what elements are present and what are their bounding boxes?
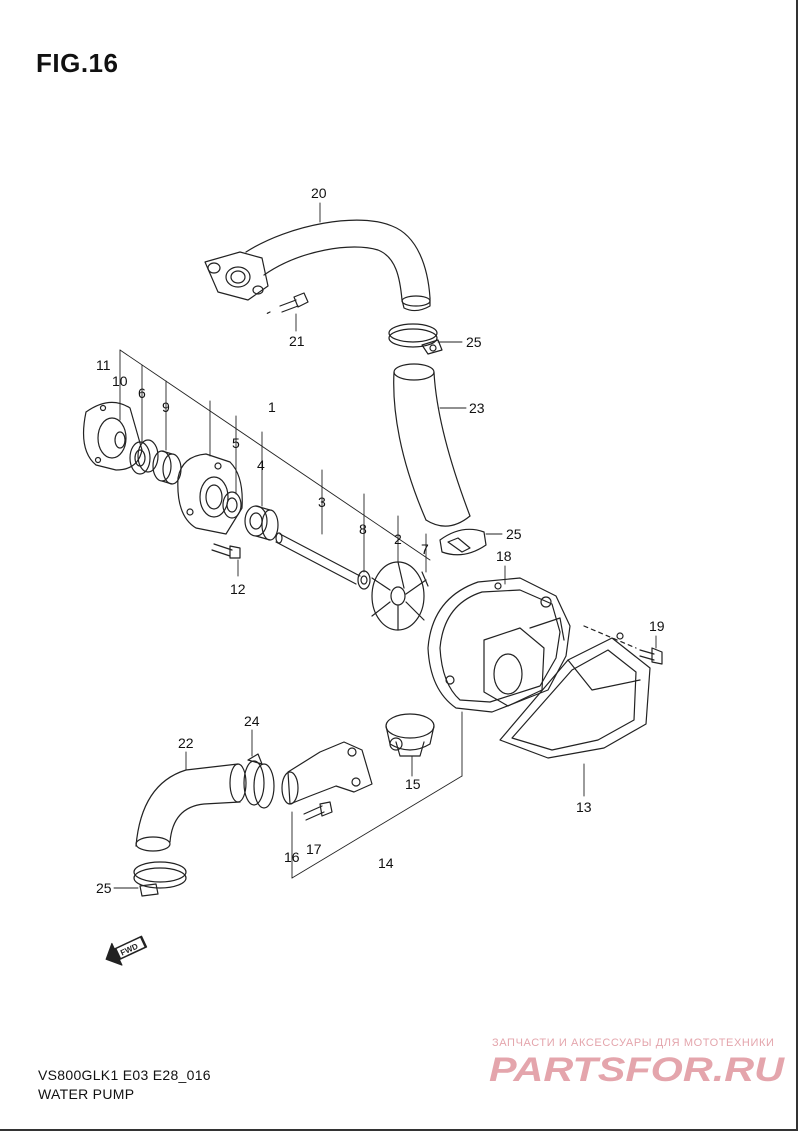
part-7-pin (421, 571, 429, 587)
callout-18: 18 (496, 548, 512, 564)
part-19-bolt (583, 625, 663, 665)
part-3-shaft (275, 532, 361, 585)
part-6-bearing (129, 439, 159, 475)
part-24-clamp (243, 753, 275, 809)
part-25-middle-clamp (439, 528, 487, 556)
part-8-washer (357, 570, 371, 590)
part-2-impeller (371, 561, 427, 631)
watermark-tagline: ЗАПЧАСТИ И АКСЕССУАРЫ ДЛЯ МОТОТЕХНИКИ (492, 1037, 775, 1049)
callout-4: 4 (257, 457, 265, 473)
part-20-upper-pipe (204, 219, 431, 312)
part-9-seal (152, 450, 182, 485)
part-13-cover-plate (499, 632, 651, 759)
callout-9: 9 (162, 399, 170, 415)
callout-5: 5 (232, 435, 240, 451)
watermark-logo: PARTSFOR.RU (489, 1051, 786, 1088)
callout-2: 2 (394, 531, 402, 547)
part-16-thermostat-housing (281, 741, 373, 805)
callout-7: 7 (421, 541, 429, 557)
part-10-ring (114, 431, 126, 449)
part-5-seal-ring (222, 491, 242, 519)
part-1-pump-housing (177, 453, 243, 535)
part-4-mechanical-seal (244, 505, 279, 541)
callout-11: 11 (96, 357, 111, 373)
callout-12: 12 (230, 581, 246, 597)
callout-15: 15 (405, 776, 421, 792)
callout-21: 21 (289, 333, 305, 349)
section-name: WATER PUMP (38, 1086, 135, 1102)
callout-labels: 1 2 3 4 5 6 7 8 9 10 11 12 13 14 15 16 1… (96, 185, 665, 896)
part-18-pump-cover (427, 577, 571, 713)
callout-17: 17 (306, 841, 322, 857)
callout-25-lower: 25 (96, 880, 112, 896)
callout-8: 8 (359, 521, 367, 537)
part-23-straight-hose (393, 363, 471, 527)
callout-20: 20 (311, 185, 327, 201)
callout-25-upper: 25 (466, 334, 482, 350)
callout-1: 1 (268, 399, 276, 415)
callout-23: 23 (469, 400, 485, 416)
watermark-logo-text: PARTSFOR.RU (489, 1051, 786, 1088)
callout-16: 16 (284, 849, 300, 865)
model-code: VS800GLK1 E03 E28_016 (38, 1067, 211, 1083)
figure-title: FIG.16 (36, 48, 119, 78)
callout-6: 6 (138, 385, 146, 401)
callout-24: 24 (244, 713, 260, 729)
callout-10: 10 (112, 373, 128, 389)
callout-19: 19 (649, 618, 665, 634)
callout-22: 22 (178, 735, 194, 751)
part-15-thermostat (385, 713, 435, 757)
part-25-lower-clamp (133, 861, 187, 897)
callout-14: 14 (378, 855, 394, 871)
leader-lines (113, 202, 657, 889)
part-11-flange-plate (83, 401, 143, 471)
part-21-bolt (265, 292, 309, 315)
part-25-upper-clamp (388, 323, 443, 355)
part-12-bolt (211, 543, 241, 559)
callout-3: 3 (318, 494, 326, 510)
callout-13: 13 (576, 799, 592, 815)
part-22-lower-hose (135, 763, 247, 852)
callout-25-middle: 25 (506, 526, 522, 542)
fwd-arrow-icon: FWD (105, 935, 148, 966)
part-17-bolt (303, 801, 333, 821)
